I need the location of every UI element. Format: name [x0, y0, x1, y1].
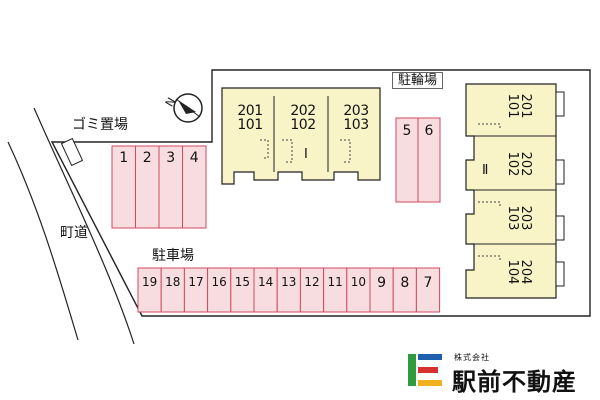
parking-label: 駐車場 — [152, 248, 194, 264]
parking-space-number: 6 — [424, 123, 434, 139]
parking-space-number: 10 — [350, 275, 367, 289]
parking-space-number: 5 — [402, 123, 412, 139]
parking-space-number: 11 — [327, 275, 343, 289]
building-two-label: Ⅱ — [482, 163, 489, 178]
parking-lot-right — [395, 117, 441, 203]
parking-space-number: 7 — [423, 275, 433, 291]
building-two — [465, 83, 565, 299]
parking-space-number: 12 — [304, 275, 320, 289]
parking-space-number: 4 — [189, 150, 199, 166]
unit-label: 202 102 — [505, 151, 533, 177]
parking-space — [415, 267, 441, 313]
parking-lot-bottom — [137, 267, 441, 313]
site-boundary — [50, 69, 591, 317]
logo-mark-icon — [408, 354, 442, 386]
parking-space-number: 13 — [281, 275, 297, 289]
parking-space-number: 1 — [119, 150, 129, 166]
unit-label: 202 102 — [290, 103, 316, 133]
company-logo: 株式会社 駅前不動産 — [408, 350, 588, 396]
parking-space-number: 8 — [400, 275, 410, 291]
parking-space-number: 3 — [166, 150, 176, 166]
unit-label: 201 101 — [237, 103, 263, 133]
road-label: 町道 — [60, 225, 88, 241]
road-edge-right — [33, 107, 135, 345]
logo-company-name: 駅前不動産 — [452, 368, 577, 396]
unit-label: 203 103 — [505, 205, 533, 231]
logo-company-type: 株式会社 — [454, 353, 490, 362]
unit-label: 204 104 — [505, 259, 533, 285]
parking-space-number: 2 — [142, 150, 152, 166]
road-edge-left — [7, 141, 79, 341]
parking-space-number: 19 — [141, 275, 158, 289]
parking-space — [417, 117, 441, 203]
parking-space-number: 18 — [165, 275, 181, 289]
garbage-area — [60, 137, 84, 167]
parking-space-number: 9 — [377, 275, 387, 291]
unit-label: 201 101 — [505, 93, 533, 119]
parking-space-number: 17 — [188, 275, 204, 289]
parking-space-number: 15 — [234, 275, 251, 289]
unit-label: 203 103 — [343, 103, 369, 133]
compass-icon: N — [163, 93, 203, 123]
garbage-area-label: ゴミ置場 — [72, 117, 128, 133]
bicycle-parking-label: 駐輪場 — [392, 72, 444, 89]
building-one-label: Ⅰ — [304, 147, 308, 162]
parking-space — [182, 145, 207, 229]
parking-lot-top — [111, 145, 207, 229]
building-one — [221, 87, 381, 185]
parking-space-number: 16 — [211, 275, 227, 289]
parking-space-number: 14 — [257, 275, 274, 289]
